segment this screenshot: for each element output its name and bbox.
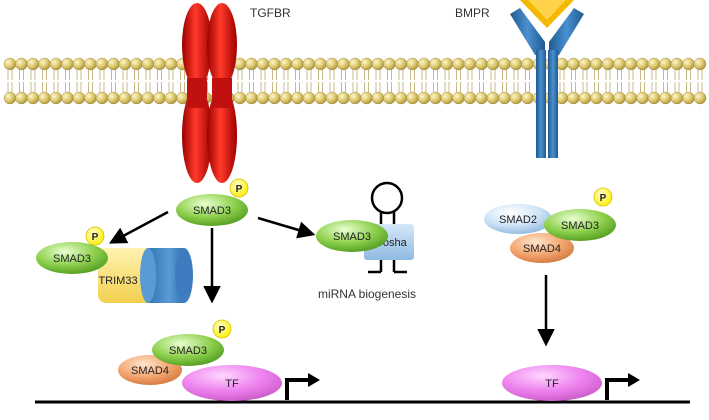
smad3-center: SMAD3 xyxy=(176,194,248,226)
smad3-bottom-label: SMAD3 xyxy=(169,345,207,357)
smad2-right-label: SMAD2 xyxy=(499,214,537,226)
smad3-left: SMAD3 xyxy=(36,242,108,274)
tf-left: TF xyxy=(182,365,282,401)
smad3-left-label: SMAD3 xyxy=(53,253,91,265)
mirna-caption: miRNA biogenesis xyxy=(318,287,416,301)
smad4-bottom-label: SMAD4 xyxy=(131,365,169,377)
tf-right: TF xyxy=(502,365,602,401)
svg-text:P: P xyxy=(600,193,607,204)
smad3-drosha: SMAD3 xyxy=(316,220,388,252)
phospho-right: P xyxy=(593,187,613,207)
trim33-label: TRIM33 xyxy=(98,275,137,287)
tgfbr-receptor xyxy=(182,3,237,183)
tgfbr-label: TGFBR xyxy=(250,6,291,20)
phospho-left: P xyxy=(85,226,105,246)
smad4-right-label: SMAD4 xyxy=(523,243,561,255)
svg-text:P: P xyxy=(92,232,99,243)
smad3-drosha-label: SMAD3 xyxy=(333,231,371,243)
phospho-center: P xyxy=(229,178,249,198)
smad3-bottom: SMAD3 xyxy=(152,334,224,366)
cell-membrane xyxy=(3,57,707,105)
smad2-right: SMAD2 xyxy=(484,204,552,234)
promoter-arrow-right-icon xyxy=(605,378,630,400)
promoter-arrow-left-icon xyxy=(285,378,310,400)
bmpr-label: BMPR xyxy=(455,6,490,20)
smad3-right: SMAD3 xyxy=(544,209,616,241)
pathway-arrows xyxy=(108,210,555,347)
tf-right-label: TF xyxy=(545,378,559,390)
trim33-complex: TRIM33 xyxy=(98,248,193,303)
smad4-right: SMAD4 xyxy=(510,233,574,263)
promoter-arrowhead-right-icon xyxy=(628,373,640,387)
promoter-arrowhead-left-icon xyxy=(308,373,320,387)
phospho-bottom: P xyxy=(212,319,232,339)
bmpr-receptor xyxy=(510,0,584,158)
smad3-center-label: SMAD3 xyxy=(193,205,231,217)
svg-text:P: P xyxy=(236,184,243,195)
smad3-right-label: SMAD3 xyxy=(561,220,599,232)
svg-text:P: P xyxy=(219,325,226,336)
tf-left-label: TF xyxy=(225,378,239,390)
